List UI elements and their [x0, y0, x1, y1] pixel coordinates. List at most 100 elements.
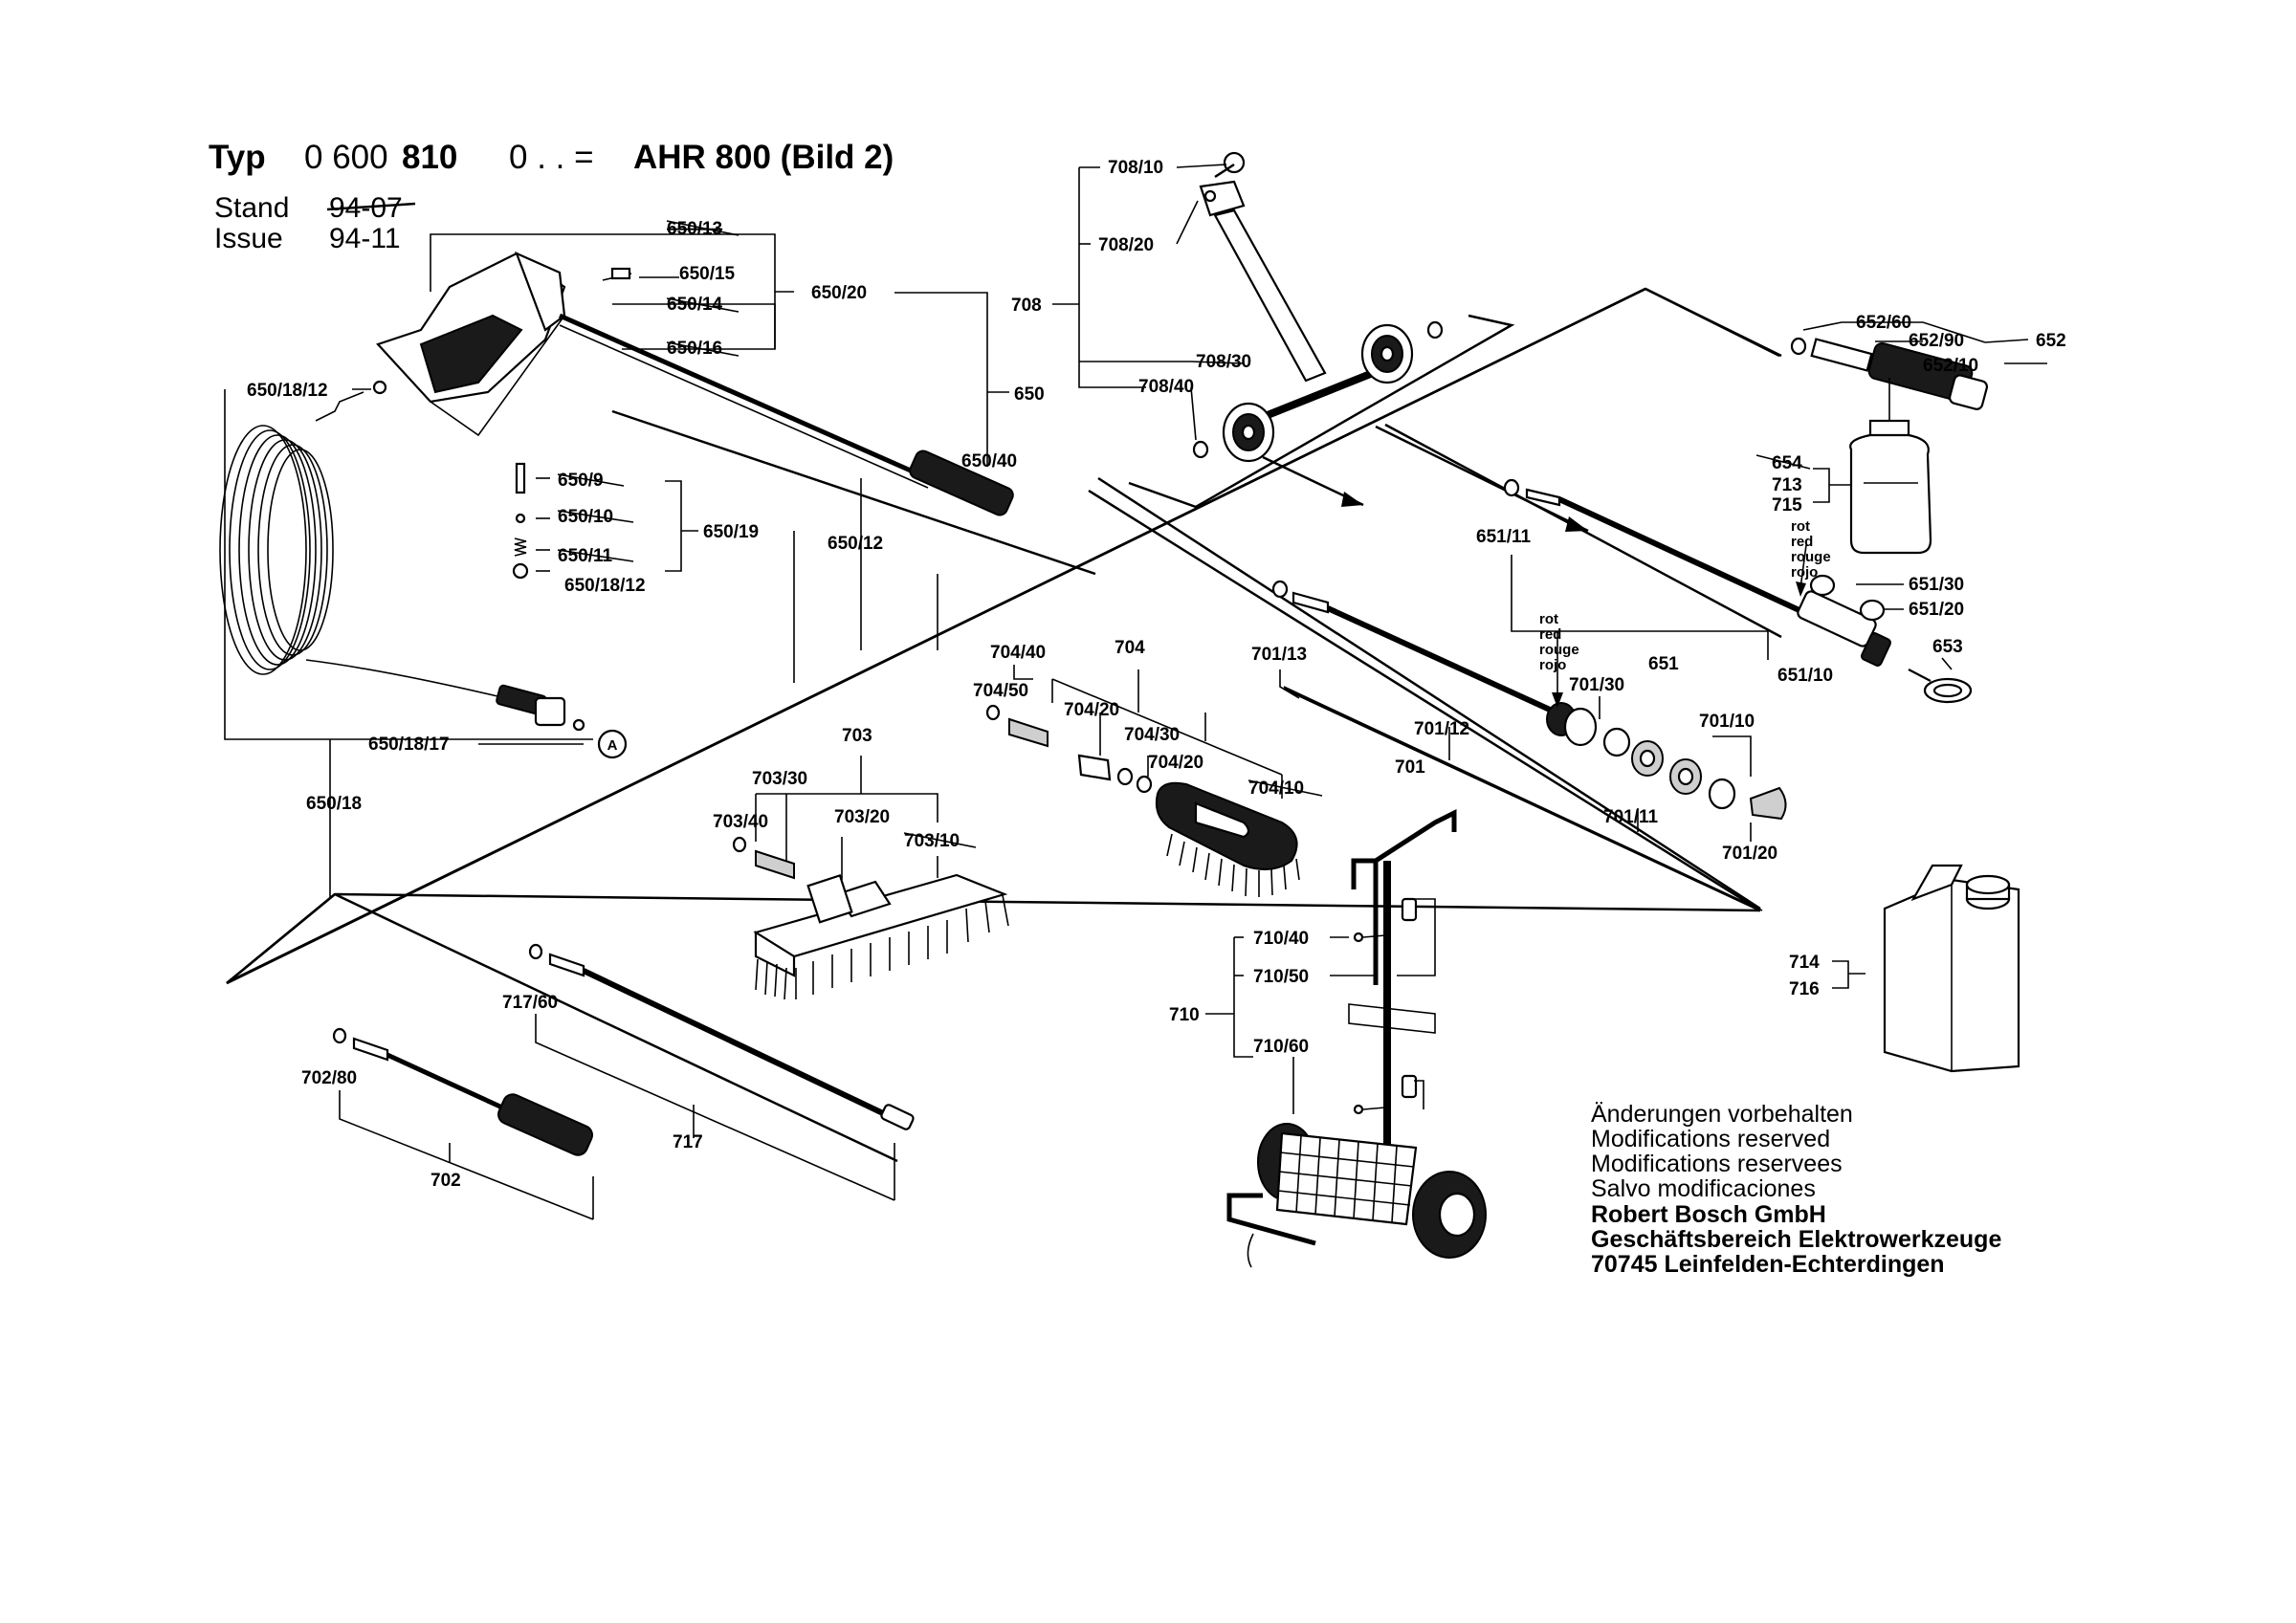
- label-703-20: 703/20: [834, 807, 890, 827]
- color-rouge-b: rouge: [1539, 642, 1579, 658]
- callout-lines-703: [755, 756, 938, 880]
- brush-bristles-703: [755, 894, 1009, 1000]
- label-715: 715: [1772, 495, 1802, 515]
- spring-650-11: [514, 537, 527, 557]
- o-ring-704-30: [1116, 767, 1134, 786]
- label-713: 713: [1772, 475, 1802, 495]
- label-708-10: 708/10: [1108, 158, 1163, 178]
- label-650-14: 650/14: [667, 295, 723, 315]
- brush-703: [732, 836, 1009, 1000]
- brush-704: [985, 704, 1300, 897]
- issue-value: 94-11: [329, 223, 401, 254]
- color-rojo-a: rojo: [1791, 564, 1818, 581]
- grip-702: [497, 1093, 593, 1156]
- guide-line-right: [1097, 476, 1761, 910]
- label-650-18: 650/18: [306, 794, 362, 814]
- label-717-60: 717/60: [502, 993, 558, 1013]
- figure-guide-lines: [227, 287, 1782, 1163]
- lance-651: [1503, 478, 1973, 704]
- label-650: 650: [1014, 384, 1045, 405]
- lance-tube-651: [1557, 496, 1805, 615]
- label-710-50: 710/50: [1253, 967, 1309, 987]
- label-708-40: 708/40: [1138, 377, 1194, 397]
- lance-tube-702: [386, 1052, 504, 1110]
- label-651-10: 651/10: [1777, 666, 1833, 686]
- label-650-10: 650/10: [558, 507, 613, 527]
- label-708-20: 708/20: [1098, 235, 1154, 255]
- o-ring-704-50: [985, 704, 1001, 721]
- o-ring-651-30: [1809, 574, 1836, 597]
- label-651: 651: [1648, 654, 1679, 674]
- label-650-12: 650/12: [828, 534, 883, 554]
- foam-nozzle-652: [1790, 337, 1989, 555]
- o-ring-704-20: [1136, 775, 1153, 794]
- notice-fr: Modifications reservees: [1591, 1151, 1843, 1177]
- label-703-30: 703/30: [752, 769, 807, 789]
- model-title: AHR 800 (Bild 2): [633, 139, 894, 176]
- notice-es: Salvo modificaciones: [1591, 1175, 1816, 1202]
- o-ring-701-13: [1271, 580, 1289, 599]
- issue-label: Issue: [214, 223, 283, 254]
- o-ring-652-60: [1790, 337, 1807, 356]
- label-650-11: 650/11: [558, 546, 612, 566]
- label-653: 653: [1932, 637, 1963, 657]
- trolley-710: [1226, 808, 1487, 1268]
- typ-number-a: 0 600: [304, 139, 388, 176]
- small-parts-650-19: [512, 462, 550, 580]
- label-652-10: 652/10: [1923, 356, 1978, 376]
- fitting-704-20: [1077, 754, 1112, 781]
- label-703-40: 703/40: [713, 812, 768, 832]
- callout-lines-714: [1832, 960, 1866, 989]
- label-650-18-17: 650/18/17: [368, 735, 450, 755]
- callout-lines-704: [1013, 665, 1283, 799]
- typ-prefix: Typ: [209, 139, 266, 176]
- o-ring-651-20: [1859, 599, 1886, 622]
- label-652-90: 652/90: [1909, 331, 1964, 351]
- label-651-11: 651/11: [1476, 527, 1531, 547]
- callout-lines-652: [1802, 321, 2047, 503]
- callout-lines-708: [1052, 164, 1245, 441]
- o-ring-703-40: [732, 836, 747, 853]
- label-701-11: 701/11: [1603, 807, 1658, 827]
- label-651-20: 651/20: [1909, 600, 1964, 620]
- label-652-60: 652/60: [1856, 313, 1911, 333]
- label-650-18-12-a: 650/18/12: [247, 381, 328, 401]
- o-ring-650-18-12-small: [512, 562, 529, 580]
- lance-tube-717: [582, 968, 887, 1117]
- wheel-kit-box: [1128, 314, 1515, 509]
- stand-strike: [326, 202, 416, 211]
- connector-a-label: A: [607, 737, 618, 754]
- color-rot-b: rot: [1539, 611, 1558, 627]
- label-710-60: 710/60: [1253, 1037, 1309, 1057]
- o-ring-651-11: [1503, 478, 1520, 497]
- sleeve-701-30: [1563, 707, 1598, 747]
- trolley-basket-grid: [1277, 1135, 1415, 1223]
- typ-number-b: 810: [402, 139, 457, 176]
- notice-division: Geschäftsbereich Elektrowerkzeuge: [1591, 1226, 2001, 1253]
- o-ring-701-10: [1708, 778, 1736, 810]
- label-701-10: 701/10: [1699, 712, 1755, 732]
- label-651-30: 651/30: [1909, 575, 1964, 595]
- ball-650-10: [515, 513, 526, 524]
- handle-bar-708: [1213, 208, 1327, 383]
- callout-lines-702: [339, 1090, 594, 1220]
- callout-lines-710: [1205, 898, 1436, 1114]
- label-702: 702: [430, 1171, 461, 1191]
- notice-de: Änderungen vorbehalten: [1591, 1101, 1853, 1128]
- o-ring-701-30: [1602, 727, 1631, 757]
- o-ring-717-60: [528, 943, 543, 960]
- label-650-15: 650/15: [679, 264, 736, 284]
- gun-lance: [558, 313, 930, 481]
- nozzle-assembly-701: [1271, 580, 1787, 821]
- label-650-19: 650/19: [703, 522, 759, 542]
- label-704-30: 704/30: [1124, 725, 1180, 745]
- label-650-20: 650/20: [811, 283, 867, 303]
- color-rot-a: rot: [1791, 518, 1810, 535]
- notice-block: Änderungen vorbehalten Modifications res…: [1591, 1101, 2001, 1278]
- label-717: 717: [673, 1132, 703, 1152]
- connector-a-circle: [597, 729, 628, 759]
- label-650-16: 650/16: [667, 339, 722, 359]
- label-701-20: 701/20: [1722, 844, 1777, 864]
- color-rojo-b: rojo: [1539, 657, 1566, 673]
